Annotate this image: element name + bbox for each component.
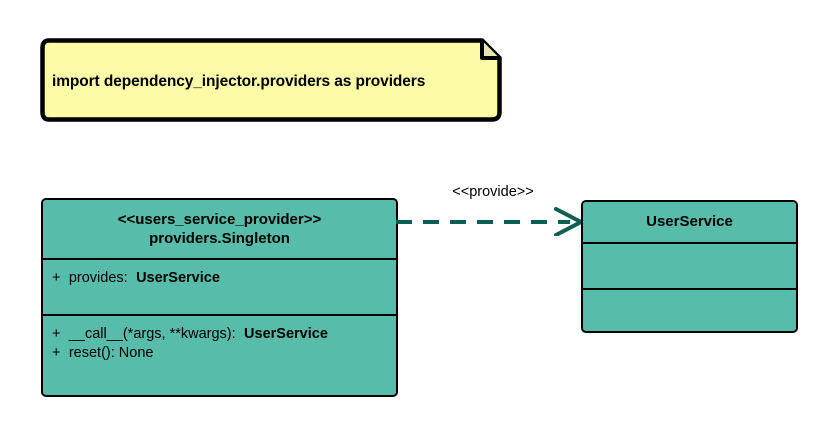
- service-header-compartment: UserService: [583, 202, 796, 242]
- provider-stereotype: <<users_service_provider>>: [117, 210, 322, 228]
- operation-row: + reset(): None: [52, 344, 387, 363]
- provider-attributes-compartment: + provides: UserService: [43, 258, 396, 314]
- operation-type: UserService: [244, 326, 328, 342]
- attribute-visibility: +: [52, 270, 61, 286]
- class-box-users-service-provider[interactable]: <<users_service_provider>> providers.Sin…: [41, 198, 398, 397]
- attribute-label: provides:: [68, 270, 128, 286]
- attribute-row: + provides: UserService: [52, 269, 387, 288]
- operation-visibility: +: [52, 326, 61, 342]
- service-attributes-compartment: [583, 242, 796, 288]
- operation-label: reset(): None: [68, 345, 154, 362]
- note-text: import dependency_injector.providers as …: [52, 73, 426, 90]
- provider-class-name: providers.Singleton: [149, 230, 290, 247]
- provide-dependency-connector[interactable]: <<provide>>: [392, 184, 592, 237]
- class-box-user-service[interactable]: UserService: [581, 200, 798, 333]
- connector-label: <<provide>>: [452, 184, 534, 200]
- service-operations-compartment: [583, 288, 796, 330]
- operation-visibility: +: [52, 345, 61, 362]
- operation-label: __call__(*args, **kwargs):: [68, 326, 236, 342]
- attribute-type: UserService: [136, 270, 220, 286]
- import-note[interactable]: import dependency_injector.providers as …: [40, 38, 502, 122]
- operation-row: + __call__(*args, **kwargs): UserService: [52, 325, 387, 344]
- provider-header-compartment: <<users_service_provider>> providers.Sin…: [43, 200, 396, 258]
- service-class-name: UserService: [646, 213, 733, 231]
- note-shape-icon: [40, 38, 502, 122]
- provider-operations-compartment: + __call__(*args, **kwargs): UserService…: [43, 314, 396, 394]
